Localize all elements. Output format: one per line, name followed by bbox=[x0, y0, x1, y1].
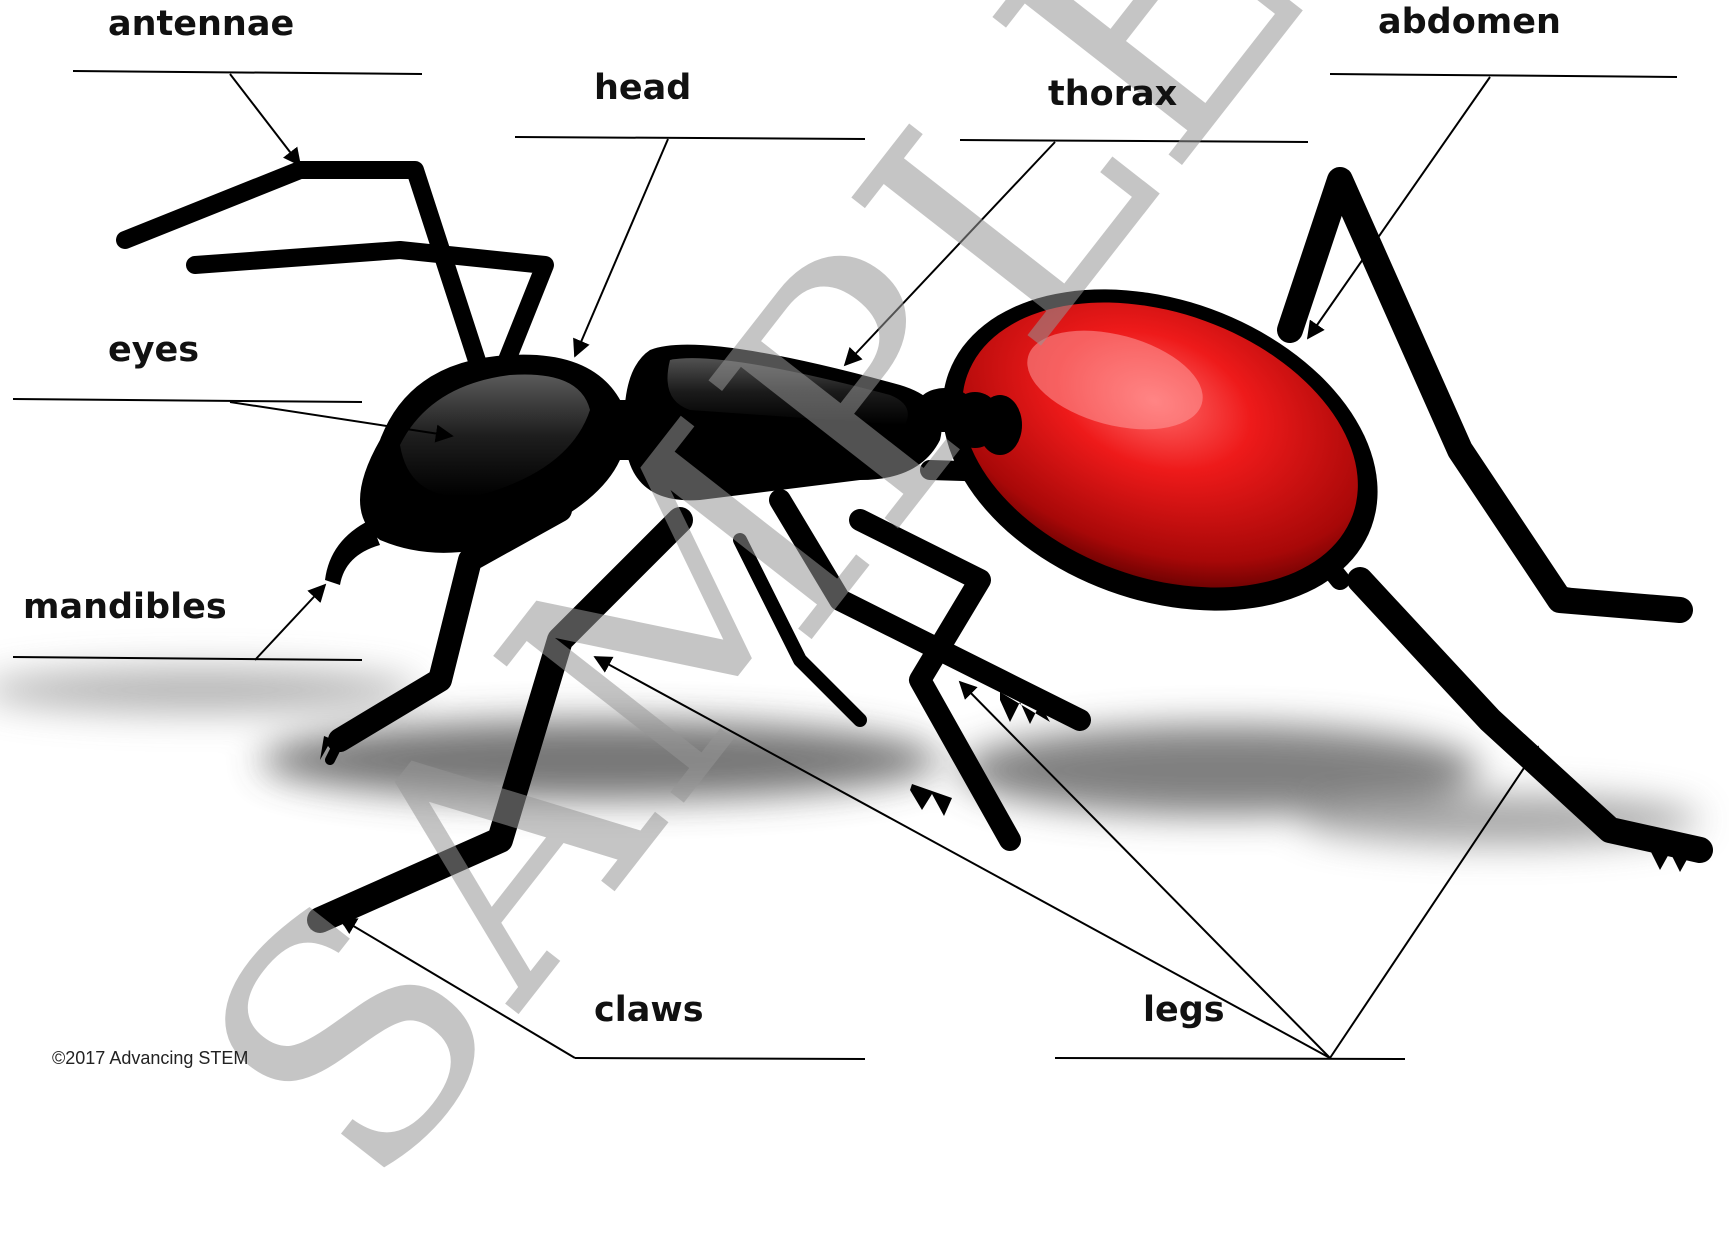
label-head: head bbox=[594, 68, 691, 108]
label-antennae: antennae bbox=[108, 4, 294, 44]
label-thorax: thorax bbox=[1048, 74, 1177, 114]
copyright-footer: ©2017 Advancing STEM bbox=[52, 1048, 248, 1069]
label-claws: claws bbox=[594, 990, 704, 1030]
label-legs: legs bbox=[1143, 990, 1225, 1030]
ground-shadow bbox=[0, 668, 1700, 845]
ant-diagram bbox=[0, 0, 1729, 1061]
ant-thorax bbox=[624, 345, 941, 501]
label-mandibles: mandibles bbox=[23, 587, 227, 627]
ant-neck bbox=[610, 400, 650, 460]
label-abdomen: abdomen bbox=[1378, 2, 1561, 42]
label-eyes: eyes bbox=[108, 330, 199, 370]
